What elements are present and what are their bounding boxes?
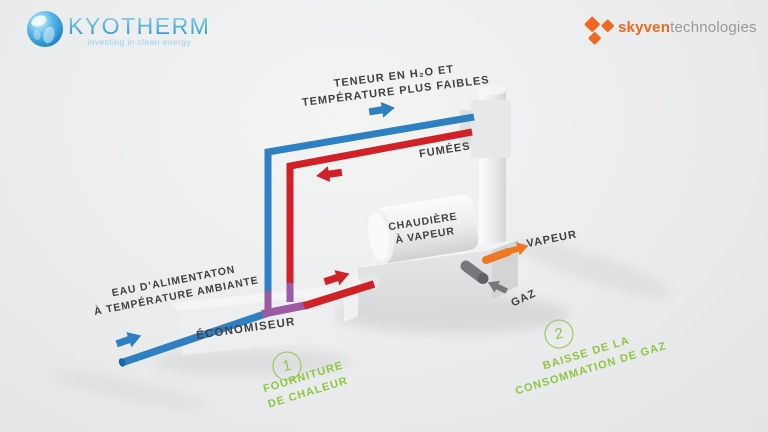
kyotherm-tagline: investing in clean energy (87, 37, 191, 47)
hot-water-arrow-icon (323, 270, 350, 286)
gas-arrow-icon (487, 280, 508, 294)
cooled-flue-pipe (264, 113, 475, 295)
step2-number: 2 (553, 324, 565, 344)
skyven-suffix: technologies (670, 19, 757, 36)
skyven-diamonds-icon (584, 16, 614, 45)
kyotherm-wordmark: KYOTHERM (68, 13, 211, 39)
skyven-logo: skyventechnologies (583, 12, 757, 53)
hot-water-pipe (302, 280, 376, 310)
boiler-drum (365, 194, 479, 264)
flow-arrows (115, 101, 529, 348)
kyotherm-logo: KYOTHERM investing in clean energy (26, 10, 209, 50)
steam-outlet-stub (482, 248, 512, 264)
heat-exchange-water (261, 301, 308, 318)
step1-number: 1 (281, 356, 293, 376)
cooled-flue-arrow-icon (368, 101, 395, 118)
pipes (118, 113, 512, 367)
flue-arrow-icon (316, 166, 343, 183)
ground-shadows (49, 239, 671, 410)
skyven-wordmark: skyventechnologies (618, 19, 757, 36)
feedwater-arrow-icon (115, 332, 142, 348)
kyotherm-globe-icon (27, 11, 63, 47)
hot-flue-pipe (286, 128, 473, 287)
feedwater-pipe (119, 309, 270, 367)
steam-arrow-icon (506, 242, 529, 256)
skyven-brand: skyven (618, 19, 671, 36)
